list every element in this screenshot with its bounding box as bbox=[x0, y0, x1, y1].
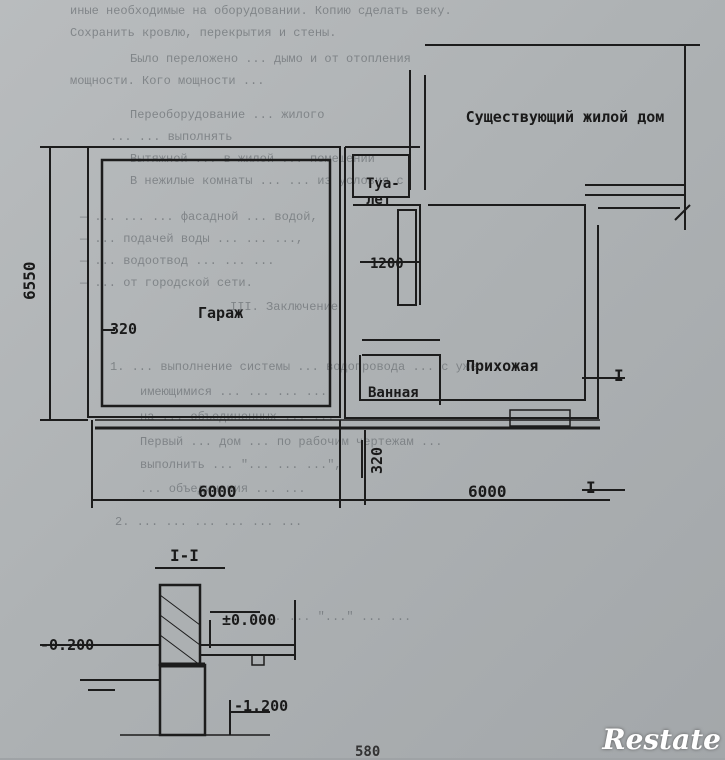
dim-6000-right-label: 6000 bbox=[468, 482, 507, 501]
background-text-line: III. Заключение bbox=[230, 300, 339, 314]
existing-house-label: Существующий жилой дом bbox=[465, 108, 665, 126]
background-text-line: — ... подачей воды ... ... ..., bbox=[80, 232, 304, 246]
garage-label: Гараж bbox=[198, 304, 244, 322]
level-zero-label: ±0.000 bbox=[222, 611, 277, 629]
dim-6000-left-label: 6000 bbox=[198, 482, 237, 501]
level-minus-0200-label: -0.200 bbox=[40, 636, 95, 654]
hallway-label: Прихожая bbox=[466, 357, 539, 375]
background-text-line: иные необходимые на оборудовании. Копию … bbox=[70, 4, 452, 18]
background-text-line: Первый ... дом ... по рабочим чертежам .… bbox=[140, 435, 443, 449]
right-block-outer-wall bbox=[344, 147, 599, 419]
bathroom-label: Ванная bbox=[368, 385, 419, 401]
section-drawing bbox=[40, 567, 296, 737]
background-text-line: В нежилые комнаты ... ... из условия с bbox=[130, 174, 404, 188]
section-title: I-I bbox=[170, 546, 199, 565]
background-text-line: мощности. Кого мощности ... bbox=[70, 74, 265, 88]
background-text-line: 2. ... ... ... ... ... ... bbox=[115, 515, 303, 529]
dim-1200-label: 1200 bbox=[370, 256, 404, 272]
section-mark-top: I bbox=[614, 366, 624, 385]
page-number: 580 bbox=[355, 744, 381, 760]
background-text-line: Переоборудование ... жилого bbox=[130, 108, 325, 122]
background-text-line: — ... ... ... фасадной ... водой, bbox=[80, 210, 318, 224]
background-text-line: имеющимися ... ... ... ... bbox=[140, 385, 328, 399]
background-text-line: ... ... "..." ... ... bbox=[260, 610, 412, 624]
dim-320-left-label: 320 bbox=[110, 320, 138, 338]
toilet-label: Туа- лет bbox=[366, 176, 400, 208]
background-text-line: 1. ... выполнение системы ... водопровод… bbox=[110, 360, 478, 374]
dim-320-bottom-label: 320 bbox=[368, 446, 386, 474]
foundation-section bbox=[158, 663, 207, 737]
background-text-line: Сохранить кровлю, перекрытия и стены. bbox=[70, 26, 337, 40]
level-minus-1200-label: -1.200 bbox=[234, 697, 289, 715]
watermark-logo: Restate bbox=[602, 723, 721, 756]
background-text-line: ... ... выполнять bbox=[110, 130, 233, 144]
garage-outer-wall bbox=[87, 146, 341, 418]
section-mark-bottom: I bbox=[586, 478, 596, 497]
background-text-line: — ... водоотвод ... ... ... bbox=[80, 254, 275, 268]
background-text-line: выполнить ... "... ... ...", bbox=[140, 458, 342, 472]
background-text-line: ... объединения ... ... bbox=[140, 482, 306, 496]
garage-inner-wall bbox=[100, 158, 332, 408]
dim-6550-label: 6550 bbox=[20, 261, 39, 300]
background-text-line: Было переложено ... дымо и от отопления bbox=[130, 52, 411, 66]
background-text-line: — ... от городской сети. bbox=[80, 276, 253, 290]
pipe-shaft bbox=[397, 209, 417, 306]
break-mark bbox=[674, 204, 691, 221]
wall-section bbox=[158, 583, 202, 667]
